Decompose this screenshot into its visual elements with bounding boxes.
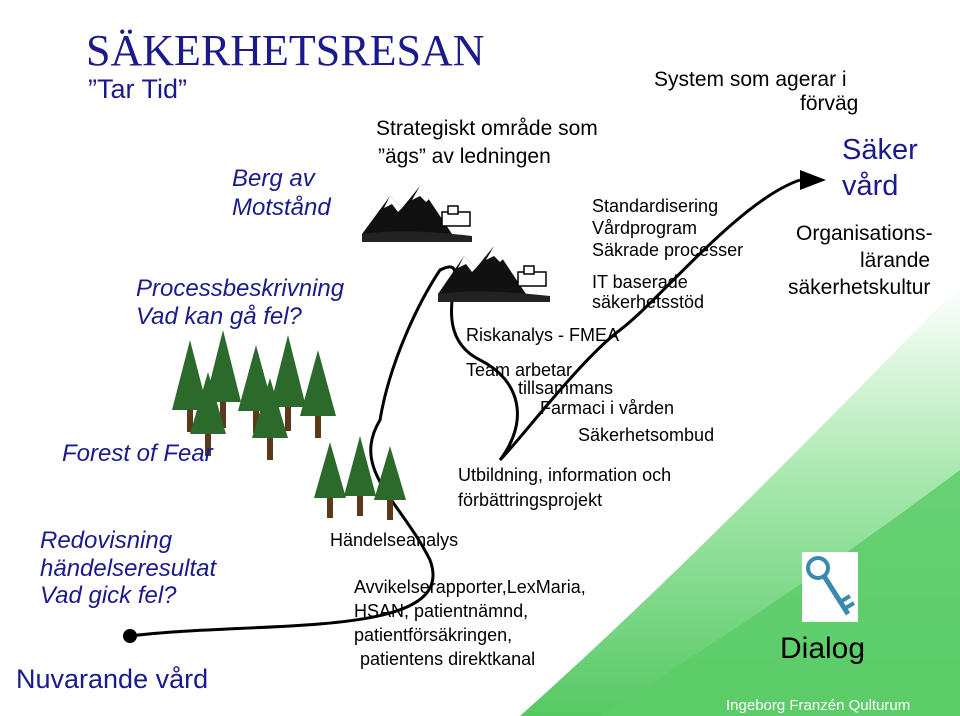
- label-sakerhetskultur: säkerhetskultur: [788, 276, 931, 299]
- label-vard: vård: [842, 170, 899, 202]
- label-organisations: Organisations-: [796, 222, 933, 245]
- label-ags-av-ledningen: ”ägs” av ledningen: [378, 145, 551, 168]
- label-sakerhetsombud: Säkerhetsombud: [578, 425, 715, 445]
- mountain-icon-1: [362, 186, 472, 242]
- label-utbildning: Utbildning, information och: [458, 465, 672, 485]
- label-tillsammans: tillsammans: [518, 378, 614, 398]
- label-farmaci: Farmaci i vården: [540, 398, 675, 418]
- label-patientens-direktkanal: patientens direktkanal: [360, 649, 536, 669]
- path-arrowhead: [800, 170, 826, 190]
- label-dialog: Dialog: [780, 632, 866, 665]
- forest-trees-icon: [172, 330, 406, 520]
- label-forbattringsprojekt: förbättringsprojekt: [458, 490, 603, 510]
- label-nuvarande-vard: Nuvarande vård: [16, 664, 209, 694]
- label-forest-of-fear: Forest of Fear: [62, 440, 213, 467]
- mountain-icon-2: [438, 246, 550, 302]
- label-riskanalys: Riskanalys - FMEA: [466, 325, 620, 345]
- label-system-som-agerar: System som agerar i: [654, 68, 847, 91]
- label-processbeskrivning: Processbeskrivning: [136, 275, 345, 302]
- label-forvag: förväg: [800, 92, 859, 115]
- label-hsan: HSAN, patientnämnd,: [354, 601, 529, 621]
- subtitle: ”Tar Tid”: [88, 74, 188, 104]
- label-it-baserade: IT baserade: [592, 272, 688, 292]
- label-saker: Säker: [842, 134, 918, 166]
- label-motstand: Motstånd: [232, 194, 331, 221]
- key-icon: [802, 552, 858, 622]
- page-title: SÄKERHETSRESAN: [86, 26, 485, 75]
- label-patientforsakringen: patientförsäkringen,: [354, 625, 513, 645]
- label-larande: lärande: [860, 249, 931, 272]
- label-berg-av: Berg av: [232, 165, 315, 192]
- green-hill-base: [600, 470, 960, 716]
- credit-text: Ingeborg Franzén Qulturum: [726, 697, 911, 714]
- label-vad-kan-ga-fel: Vad kan gå fel?: [136, 303, 302, 330]
- start-dot: [123, 629, 137, 643]
- label-vardprogram: Vårdprogram: [592, 218, 698, 238]
- label-redovisning: Redovisning: [40, 527, 173, 554]
- label-vad-gick-fel: Vad gick fel?: [40, 582, 177, 609]
- label-sakerhetsstod: säkerhetsstöd: [592, 292, 705, 312]
- label-team-arbetar: Team arbetar: [466, 360, 573, 380]
- label-handelseanalys: Händelseanalys: [330, 530, 459, 550]
- label-standardisering: Standardisering: [592, 196, 719, 216]
- label-strategiskt: Strategiskt område som: [376, 117, 598, 140]
- label-sakrade-processer: Säkrade processer: [592, 240, 744, 260]
- label-handelseresultat: händelseresultat: [40, 555, 217, 582]
- label-avvikelserapporter: Avvikelserapporter,LexMaria,: [354, 577, 586, 597]
